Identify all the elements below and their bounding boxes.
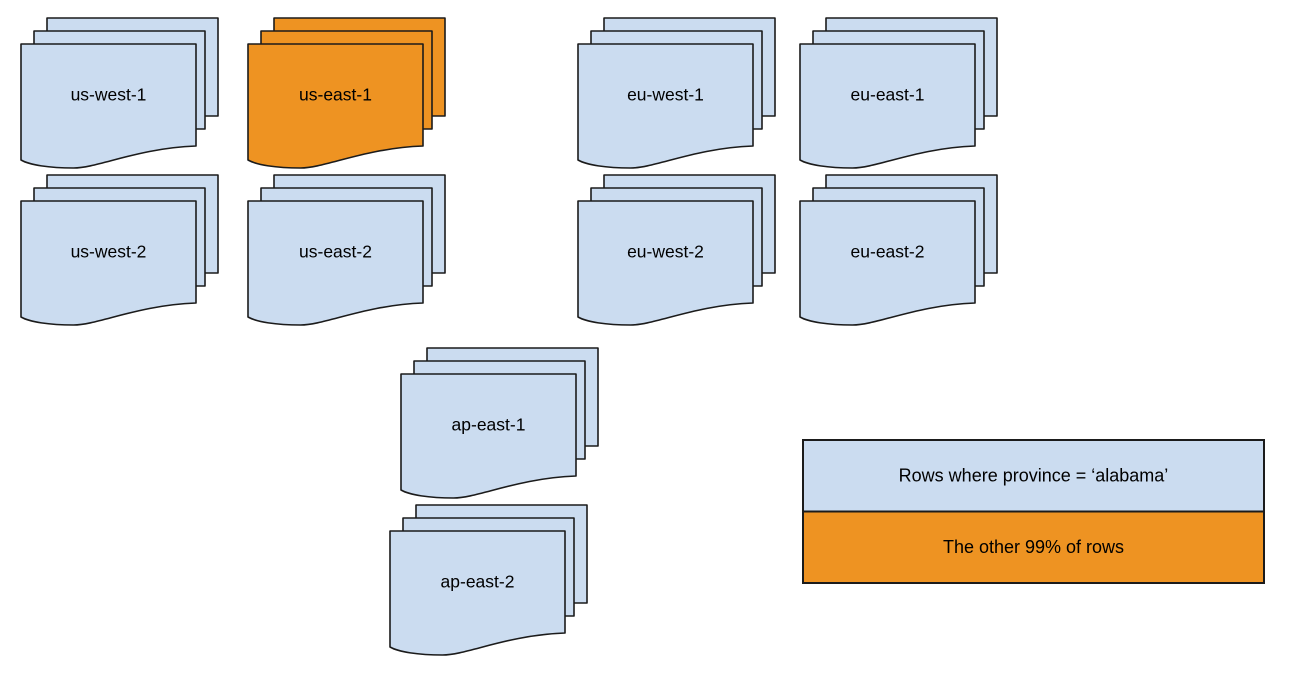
document-stack-eu-west-1[interactable]: eu-west-1: [577, 17, 776, 169]
stacks-layer: us-west-1 us-east-1 eu-west-1 eu-east-1 us-w…: [20, 17, 998, 656]
legend-swatch-blue: [802, 439, 1265, 513]
stack-front-sheet: [20, 43, 197, 169]
stack-front-sheet: [247, 200, 424, 326]
document-stack-us-east-1[interactable]: us-east-1: [247, 17, 446, 169]
stack-front-sheet: [247, 43, 424, 169]
stack-label-eu-west-2: eu-west-2: [627, 242, 704, 262]
stack-label-us-west-2: us-west-2: [71, 242, 147, 262]
stack-front-sheet: [799, 43, 976, 169]
stack-label-eu-east-1: eu-east-1: [851, 85, 925, 105]
document-stack-eu-east-1[interactable]: eu-east-1: [799, 17, 998, 169]
document-stack-us-west-2[interactable]: us-west-2: [20, 174, 219, 326]
stack-label-eu-east-2: eu-east-2: [851, 242, 925, 262]
document-stack-us-east-2[interactable]: us-east-2: [247, 174, 446, 326]
stack-front-sheet: [577, 200, 754, 326]
stack-label-eu-west-1: eu-west-1: [627, 85, 704, 105]
stack-front-sheet: [389, 530, 566, 656]
stack-label-us-east-1: us-east-1: [299, 85, 372, 105]
document-stack-eu-west-2[interactable]: eu-west-2: [577, 174, 776, 326]
legend-swatch-orange: [802, 510, 1265, 584]
legend-label-legend-blue: Rows where province = ‘alabama’: [899, 466, 1169, 486]
document-stack-us-west-1[interactable]: us-west-1: [20, 17, 219, 169]
legend-entry-legend-orange[interactable]: The other 99% of rows: [802, 510, 1265, 584]
document-stack-eu-east-2[interactable]: eu-east-2: [799, 174, 998, 326]
stack-label-us-west-1: us-west-1: [71, 85, 147, 105]
stack-label-us-east-2: us-east-2: [299, 242, 372, 262]
document-stack-ap-east-1[interactable]: ap-east-1: [400, 347, 599, 499]
stack-front-sheet: [799, 200, 976, 326]
stack-front-sheet: [400, 373, 577, 499]
stack-label-ap-east-2: ap-east-2: [441, 572, 515, 592]
stack-label-ap-east-1: ap-east-1: [452, 415, 526, 435]
stack-front-sheet: [20, 200, 197, 326]
stack-front-sheet: [577, 43, 754, 169]
legend-layer: Rows where province = ‘alabama’ The other…: [802, 439, 1265, 584]
document-stack-ap-east-2[interactable]: ap-east-2: [389, 504, 588, 656]
legend-label-legend-orange: The other 99% of rows: [943, 537, 1124, 557]
legend-entry-legend-blue[interactable]: Rows where province = ‘alabama’: [802, 439, 1265, 513]
